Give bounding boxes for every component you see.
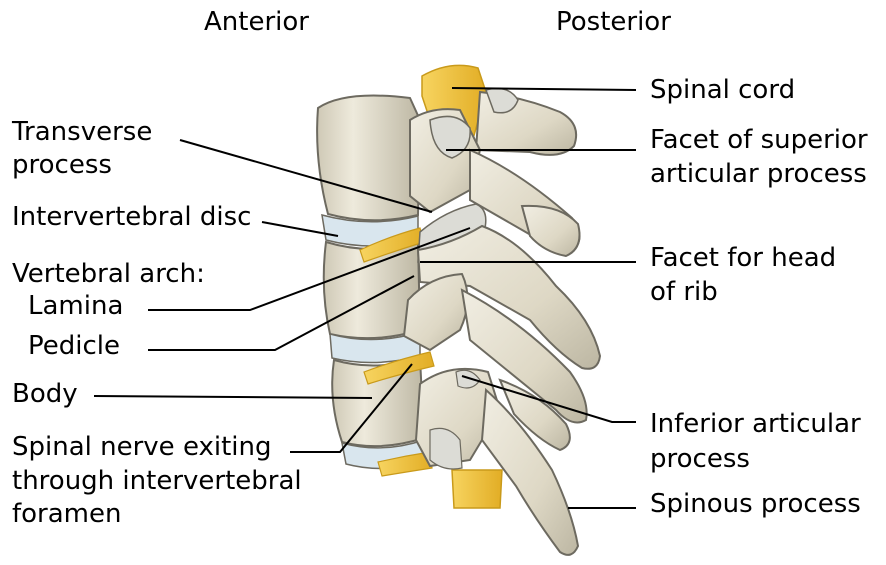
- label-superior-facet-line1: Facet of superior: [650, 124, 868, 156]
- label-spinal-nerve-line3: foramen: [12, 498, 121, 530]
- label-pedicle: Pedicle: [28, 330, 120, 362]
- heading-posterior: Posterior: [556, 6, 671, 38]
- heading-anterior: Anterior: [204, 6, 309, 38]
- label-body: Body: [12, 378, 78, 410]
- label-rib-facet-line1: Facet for head: [650, 242, 836, 274]
- label-vertebral-arch: Vertebral arch:: [12, 258, 205, 290]
- vertebral-bodies: [317, 96, 424, 469]
- label-transverse-process-line1: Transverse: [12, 116, 152, 148]
- label-inferior-articular-line1: Inferior articular: [650, 408, 861, 440]
- label-rib-facet-line2: of rib: [650, 276, 718, 308]
- label-intervertebral-disc: Intervertebral disc: [12, 201, 251, 233]
- label-spinal-nerve-line1: Spinal nerve exiting: [12, 431, 272, 463]
- label-spinous-process: Spinous process: [650, 488, 861, 520]
- label-spinal-nerve-line2: through intervertebral: [12, 465, 302, 497]
- label-transverse-process-line2: process: [12, 149, 112, 181]
- label-superior-facet-line2: articular process: [650, 158, 867, 190]
- label-inferior-articular-line2: process: [650, 443, 750, 475]
- leader-body: [94, 396, 372, 398]
- label-lamina: Lamina: [28, 290, 123, 322]
- label-spinal-cord: Spinal cord: [650, 74, 795, 106]
